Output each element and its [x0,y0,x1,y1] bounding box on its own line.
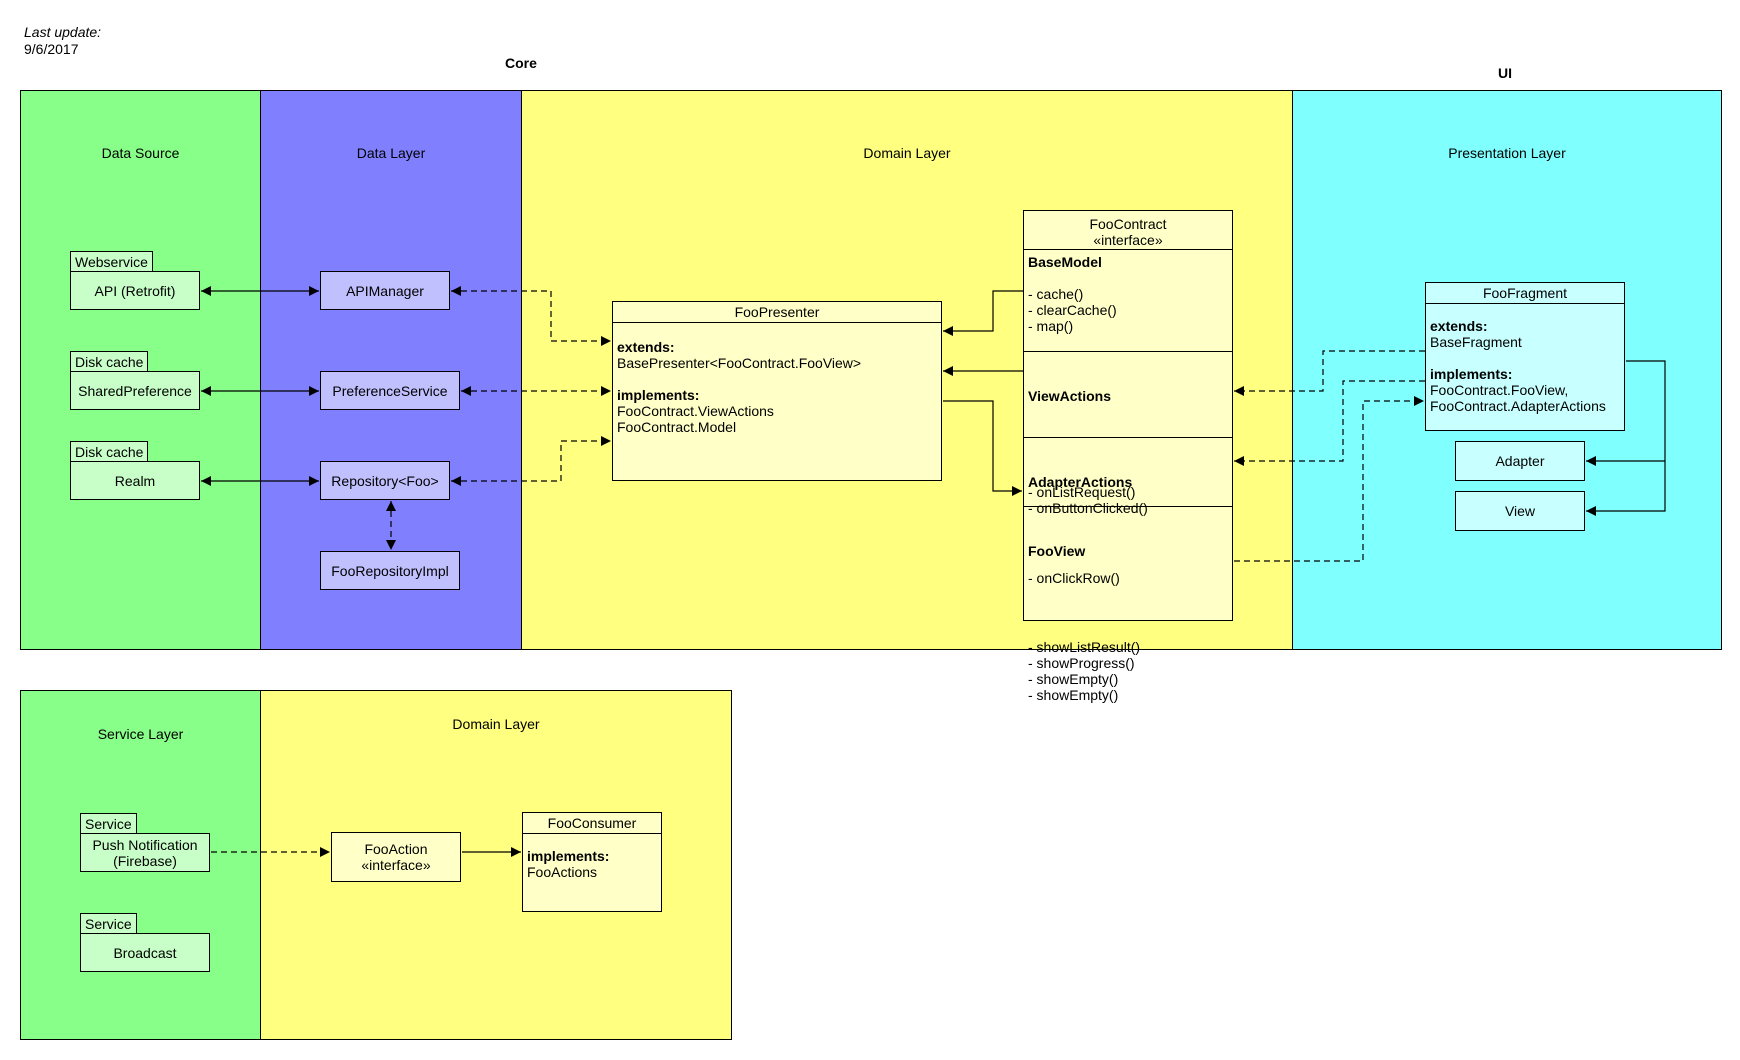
foo-fragment-class[interactable]: FooFragment extends: BaseFragment implem… [1425,282,1625,431]
core-heading: Core [505,55,537,71]
lane-domain-layer-title: Domain Layer [863,145,951,161]
service-tag: Service [80,813,137,835]
broadcast-box[interactable]: Broadcast [80,933,210,972]
view-actions-methods: - onListRequest() - onButtonClicked() [1028,484,1148,516]
connector-fragment-adapter [1586,360,1666,466]
preference-service-box[interactable]: PreferenceService [320,371,460,410]
api-retrofit-box[interactable]: API (Retrofit) [70,271,200,310]
disk-cache-tag: Disk cache [70,351,149,373]
foo-contract-stereotype: «interface» [1093,232,1163,248]
lane-data-source-title: Data Source [101,145,180,161]
foo-action-box[interactable]: FooAction «interface» [331,832,461,882]
lane-domain-layer-bottom-title: Domain Layer [452,716,540,732]
disk-cache-tag: Disk cache [70,441,149,463]
base-model-section: BaseModel - cache() - clearCache() - map… [1024,250,1232,351]
fragment-extends-label: extends: [1430,318,1488,334]
presenter-implements-2: FooContract.Model [617,419,737,435]
foo-consumer-class[interactable]: FooConsumer implements: FooActions [522,812,662,912]
connector-fragment-view [1586,461,1666,516]
consumer-implements-value: FooActions [527,864,598,880]
fragment-extends-value: BaseFragment [1430,334,1522,350]
base-model-methods: - cache() - clearCache() - map() [1028,286,1117,334]
api-manager-box[interactable]: APIManager [320,271,450,310]
adapter-actions-methods: - onClickRow() [1028,570,1120,586]
foo-presenter-title: FooPresenter [613,302,941,323]
view-actions-title: ViewActions [1028,388,1111,404]
connector-apimanager-presenter [451,286,611,346]
connector-fooview-fragment [1234,396,1424,562]
last-update-label: Last update: [24,24,102,40]
adapter-actions-title: AdapterActions [1028,474,1133,490]
connector-repository-presenter [451,436,611,486]
consumer-implements-label: implements: [527,848,610,864]
fragment-implements-2: FooContract.AdapterActions [1430,398,1606,414]
presenter-implements-label: implements: [617,387,700,403]
last-update-date: 9/6/2017 [24,41,79,57]
view-box[interactable]: View [1455,491,1585,531]
foo-presenter-class[interactable]: FooPresenter extends: BasePresenter<FooC… [612,301,942,481]
connector-basemodel-presenter [943,290,1023,336]
adapter-box[interactable]: Adapter [1455,441,1585,481]
fragment-implements-1: FooContract.FooView, [1430,382,1569,398]
connector-fragment-viewactions [1234,350,1425,396]
foo-view-title: FooView [1028,543,1086,559]
view-actions-section: ViewActions - onListRequest() - onButton… [1024,351,1232,516]
connector-fragment-adapteractions [1234,380,1425,466]
presenter-implements-1: FooContract.ViewActions [617,403,774,419]
foo-view-methods: - showListResult() - showProgress() - sh… [1028,639,1141,703]
foo-action-title: FooAction [364,841,428,857]
foo-contract-title: FooContract [1089,216,1167,232]
foo-action-stereotype: «interface» [361,857,431,873]
lane-service-layer-title: Service Layer [97,726,184,742]
lane-data-layer-title: Data Layer [356,145,426,161]
connector-presenter-fooview [943,400,1022,496]
foo-view-section: FooView - showListResult() - showProgres… [1024,506,1232,703]
shared-preference-box[interactable]: SharedPreference [70,371,200,410]
base-model-title: BaseModel [1028,254,1102,270]
foo-fragment-title: FooFragment [1426,283,1624,304]
lane-presentation-layer-title: Presentation Layer [1448,145,1566,161]
foo-repository-impl-box[interactable]: FooRepositoryImpl [320,551,460,590]
adapter-actions-section: AdapterActions - onClickRow() [1024,437,1232,586]
fragment-implements-label: implements: [1430,366,1513,382]
push-notification-box[interactable]: Push Notification (Firebase) [80,833,210,872]
repository-box[interactable]: Repository<Foo> [320,461,450,500]
presenter-extends-label: extends: [617,339,675,355]
ui-heading: UI [1498,65,1512,81]
realm-box[interactable]: Realm [70,461,200,500]
foo-consumer-title: FooConsumer [523,813,661,834]
foo-contract-class[interactable]: FooContract «interface» BaseModel - cach… [1023,210,1233,703]
presenter-extends-value: BasePresenter<FooContract.FooView> [617,355,862,371]
